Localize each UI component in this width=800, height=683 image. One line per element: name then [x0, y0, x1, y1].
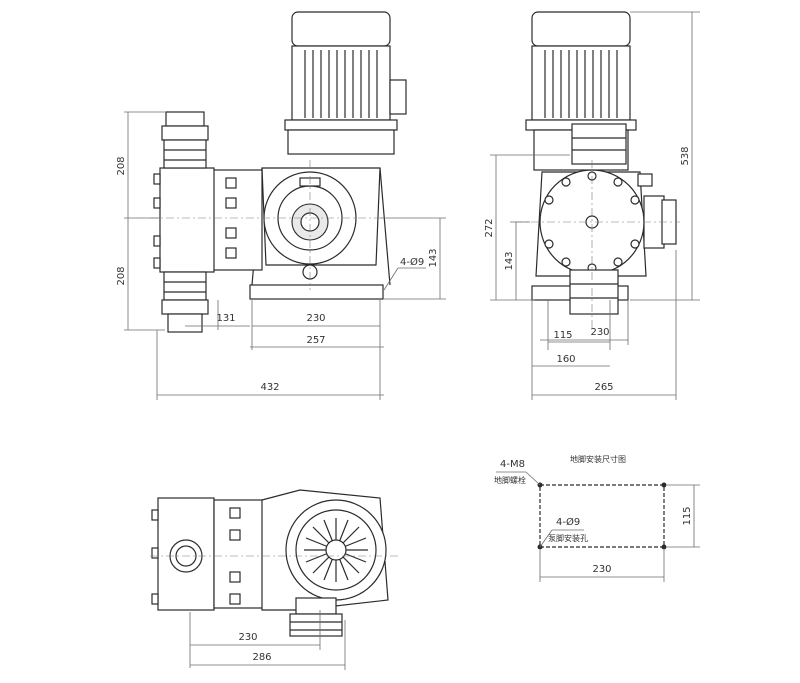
- dim-top-base-length: 230: [238, 632, 257, 643]
- motor-cap: [291, 11, 391, 47]
- dim-overall-height: 538: [680, 146, 691, 165]
- foundation-plan: 地脚安装尺寸图 4-M8 地脚螺栓 4-Ø9 泵脚安装孔 230 115: [494, 454, 700, 582]
- motor-fins: [304, 50, 378, 118]
- pump-head: [159, 167, 215, 273]
- side-motor-cap: [531, 11, 631, 47]
- inlet-valve-cap: [167, 313, 203, 333]
- motor-flange: [284, 119, 398, 131]
- foundation-outline: [539, 484, 665, 548]
- inlet-valve: [163, 271, 207, 301]
- dim-base-hole-spacing: 230: [306, 313, 325, 324]
- dim-shaft-center-height: 272: [484, 218, 495, 237]
- dim-overall-depth: 265: [594, 382, 613, 393]
- motor-body: [291, 45, 391, 121]
- pump-connector: [211, 169, 263, 271]
- foundation-title: 地脚安装尺寸图: [570, 454, 626, 464]
- label-bolt-sub: 地脚螺栓: [494, 475, 526, 485]
- dim-top-overall-length: 286: [252, 652, 271, 663]
- dim-shaft-height: 143: [428, 248, 439, 267]
- side-motor-body: [531, 45, 631, 121]
- top-inlet-valve: [295, 597, 337, 615]
- dim-overall-width: 432: [260, 382, 279, 393]
- base-plate: [249, 284, 384, 300]
- outlet-valve-cap: [165, 111, 205, 127]
- side-outlet-valve: [571, 123, 627, 165]
- dim-head-to-base: 131: [216, 313, 235, 324]
- dim-width-230: 230: [590, 327, 609, 338]
- dim-hole-spacing: 115: [553, 330, 572, 341]
- dim-lower-head-height: 208: [116, 266, 127, 285]
- dim-foundation-depth: 115: [682, 506, 693, 525]
- terminal-box: [389, 79, 407, 115]
- side-view: 538 272 143 115 160 230 265: [484, 11, 700, 400]
- dim-outlet-height: 143: [504, 251, 515, 270]
- top-view: 230 286: [150, 489, 400, 670]
- label-bolt: 4-M8: [500, 459, 525, 470]
- dim-base-width: 257: [306, 335, 325, 346]
- side-motor-fins: [544, 50, 618, 118]
- dim-foundation-width: 230: [592, 564, 611, 575]
- label-hole-sub: 泵脚安装孔: [548, 533, 588, 543]
- front-view: 208 208 131 230 257 432 143 4-Ø9: [116, 11, 446, 400]
- gear-adapter: [287, 129, 395, 155]
- dim-width-160: 160: [556, 354, 575, 365]
- side-inlet-valve: [569, 269, 619, 315]
- dim-upper-head-height: 208: [116, 156, 127, 175]
- label-hole: 4-Ø9: [556, 516, 580, 528]
- label-mounting-holes: 4-Ø9: [400, 256, 424, 268]
